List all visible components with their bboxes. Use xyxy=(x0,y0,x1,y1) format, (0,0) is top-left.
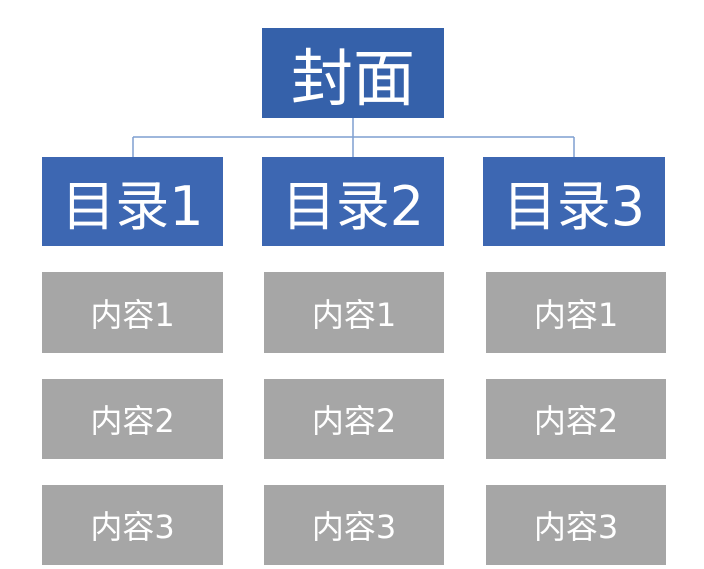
content-node-2-1: 内容1 xyxy=(264,272,444,353)
content-node-1-1: 内容1 xyxy=(42,272,223,353)
content-node-2-3: 内容3 xyxy=(264,485,444,565)
content-label: 内容3 xyxy=(311,508,397,546)
section-node-1: 目录1 xyxy=(42,157,223,246)
content-node-1-3: 内容3 xyxy=(42,485,223,565)
content-label: 内容3 xyxy=(90,508,175,546)
content-label: 内容1 xyxy=(311,295,397,334)
cover-label: 封面 xyxy=(290,42,415,115)
content-label: 内容2 xyxy=(533,402,619,440)
content-label: 内容3 xyxy=(533,508,619,546)
section-label: 目录1 xyxy=(61,175,204,238)
content-node-3-2: 内容2 xyxy=(486,379,666,459)
content-node-2-2: 内容2 xyxy=(264,379,444,459)
content-label: 内容1 xyxy=(90,295,175,334)
content-label: 内容2 xyxy=(90,402,175,440)
section-label: 目录2 xyxy=(281,175,425,238)
content-label: 内容2 xyxy=(311,402,397,440)
content-label: 内容1 xyxy=(533,295,619,334)
content-node-3-3: 内容3 xyxy=(486,485,666,565)
content-node-1-2: 内容2 xyxy=(42,379,223,459)
section-label: 目录3 xyxy=(502,175,646,238)
section-node-3: 目录3 xyxy=(483,157,665,246)
cover-node: 封面 xyxy=(262,28,444,118)
content-node-3-1: 内容1 xyxy=(486,272,666,353)
section-node-2: 目录2 xyxy=(262,157,444,246)
